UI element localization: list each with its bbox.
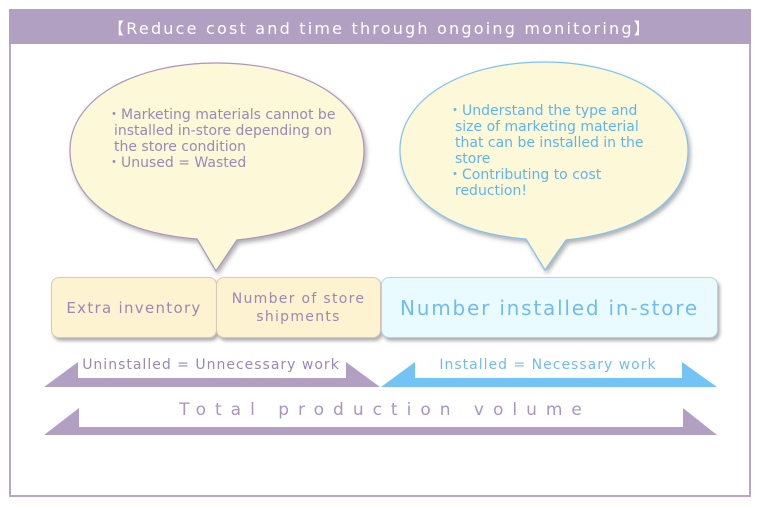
installed-label: Installed = Necessary work: [439, 357, 657, 373]
bubble-left-item: ・Marketing materials cannot be installed…: [107, 107, 336, 155]
bracket-uninstalled: [44, 362, 380, 387]
bubble-right-item: ・Understand the type and size of marketi…: [448, 103, 644, 167]
speech-bubble-right: [399, 61, 689, 272]
speech-bubble-left: [69, 62, 365, 273]
bracket-total: [44, 408, 717, 435]
installed-in-store-box: Number installed in-store: [381, 277, 718, 338]
bubble-right-item: ・Contributing to cost reduction!: [448, 167, 602, 199]
bubble-right-text: ・Understand the type and size of marketi…: [448, 103, 668, 199]
uninstalled-label: Uninstalled = Unnecessary work: [82, 357, 340, 373]
bubble-left-text: ・Marketing materials cannot be installed…: [107, 107, 337, 171]
total-production-label: Total production volume: [179, 400, 591, 420]
diagram-title: 【Reduce cost and time through ongoing mo…: [9, 9, 751, 44]
store-shipments-box: Number of store shipments: [216, 277, 381, 338]
bracket-installed: [381, 362, 717, 387]
extra-inventory-box: Extra inventory: [51, 277, 217, 338]
bubble-left-item: ・Unused = Wasted: [107, 155, 247, 171]
